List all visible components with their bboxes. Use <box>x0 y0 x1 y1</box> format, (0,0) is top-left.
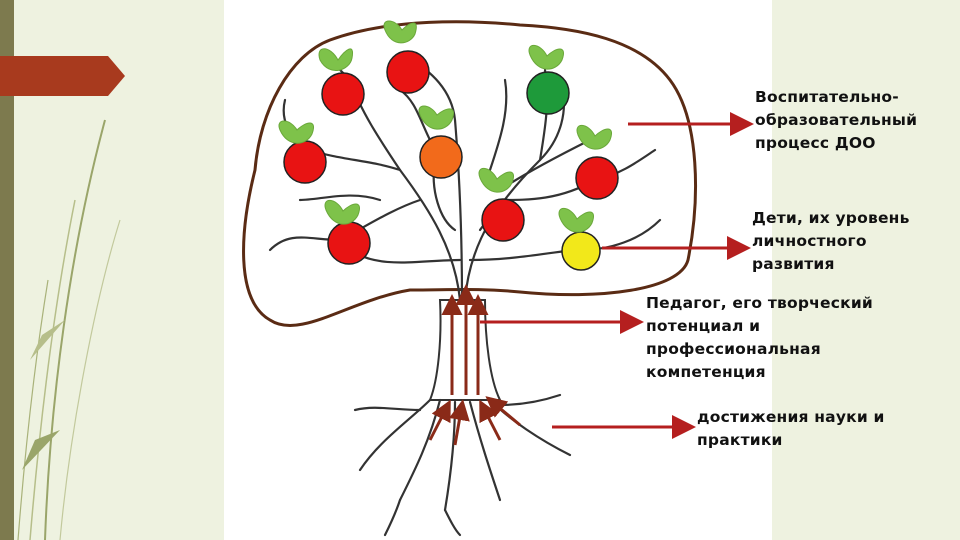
label-process: Воспитательно- образовательный процесс Д… <box>755 86 917 155</box>
apple-red <box>321 72 365 116</box>
label-line: Воспитательно- <box>755 88 899 106</box>
label-line: личностного <box>752 232 867 250</box>
decorative-lines <box>17 119 121 540</box>
label-line: потенциал и <box>646 317 761 335</box>
label-line: образовательный <box>755 111 918 129</box>
accent-ribbon <box>0 56 125 96</box>
pointer-arrows <box>480 112 754 439</box>
apple-green <box>526 71 570 115</box>
label-line: Педагог, его творческий <box>646 294 873 312</box>
apple-red <box>481 198 525 242</box>
birds <box>278 20 612 233</box>
label-teacher: Педагог, его творческий потенциал и проф… <box>646 292 873 384</box>
trunk-arrows <box>428 284 521 446</box>
apple-red <box>283 140 327 184</box>
label-children: Дети, их уровень личностного развития <box>752 207 910 276</box>
label-line: Дети, их уровень <box>752 209 910 227</box>
crown-outline <box>242 20 697 327</box>
roots <box>353 393 572 537</box>
label-line: профессиональная <box>646 340 821 358</box>
label-line: практики <box>697 431 783 449</box>
apple-yellow <box>561 231 601 271</box>
label-line: достижения науки и <box>697 408 885 426</box>
apple-red <box>386 50 430 94</box>
apple-red <box>575 156 619 200</box>
apple-red <box>327 221 371 265</box>
apple-orange <box>419 135 463 179</box>
label-line: развития <box>752 255 835 273</box>
left-decor-band <box>0 0 14 540</box>
label-science: достижения науки и практики <box>697 406 885 452</box>
label-line: компетенция <box>646 363 766 381</box>
apples <box>283 50 619 271</box>
label-line: процесс ДОО <box>755 134 876 152</box>
